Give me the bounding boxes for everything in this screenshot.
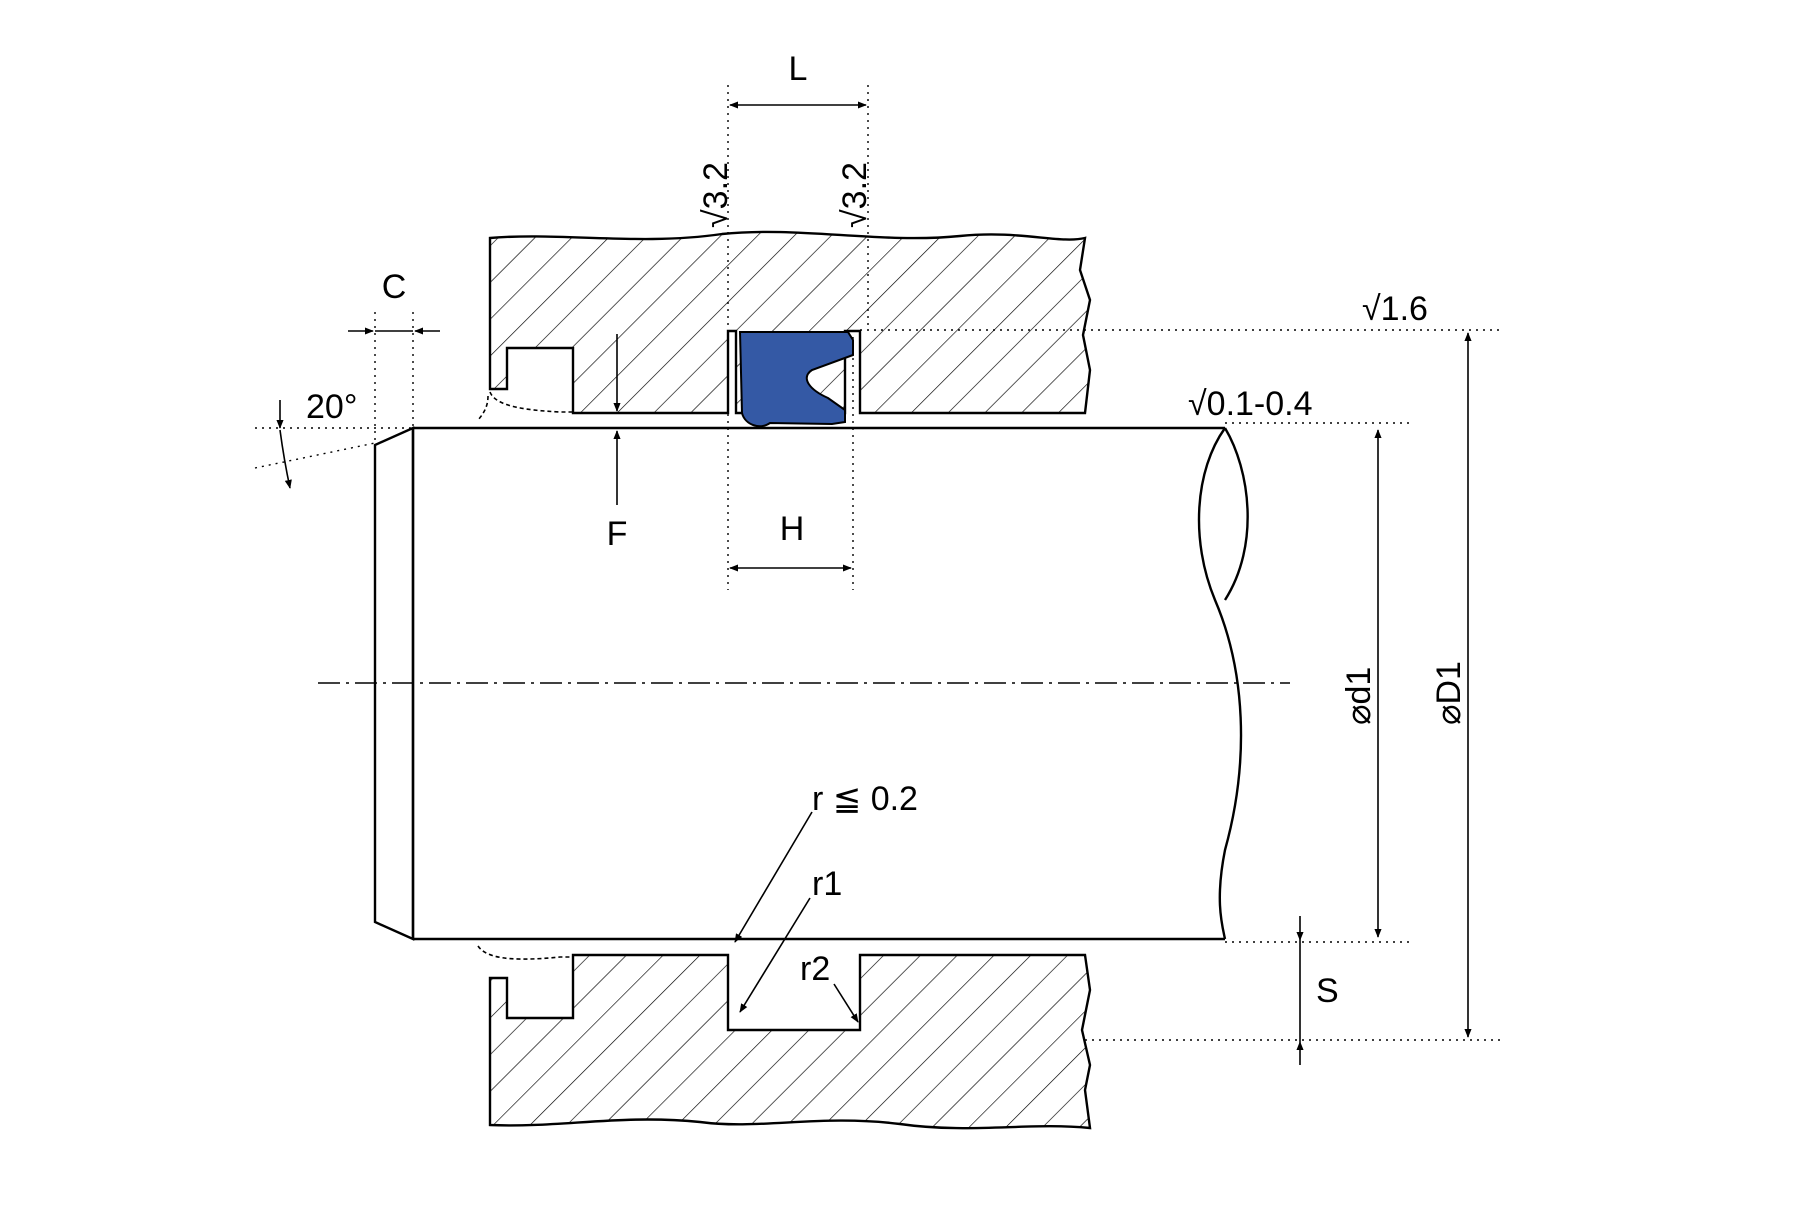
seal-profile[interactable] — [738, 331, 854, 428]
rod-break-line — [1197, 427, 1249, 940]
label-H: H — [780, 510, 805, 548]
label-r-max: r ≦ 0.2 — [812, 780, 918, 818]
leader-r1 — [739, 897, 811, 1013]
upper-wiper-lip — [477, 391, 573, 421]
label-D1: ⌀D1 — [1430, 661, 1468, 725]
label-d1: ⌀d1 — [1340, 667, 1378, 725]
label-L: L — [789, 50, 808, 88]
lower-wiper-lip — [477, 945, 573, 960]
label-r1: r1 — [812, 865, 842, 903]
angle-arc — [279, 429, 292, 489]
lower-housing — [488, 953, 1092, 1130]
label-finish-groove-right: √3.2 — [836, 162, 874, 228]
label-angle: 20° — [306, 388, 357, 426]
ext-line-chamfer-angle — [254, 442, 376, 469]
leader-r2 — [833, 983, 859, 1023]
leader-r-max — [734, 811, 813, 943]
label-C: C — [382, 268, 407, 306]
label-finish-rod: √0.1-0.4 — [1188, 385, 1313, 423]
label-finish-groove-left: √3.2 — [697, 162, 735, 228]
label-finish-bore: √1.6 — [1362, 290, 1428, 328]
label-F: F — [607, 515, 628, 553]
label-S: S — [1316, 972, 1339, 1010]
label-r2: r2 — [800, 950, 830, 988]
